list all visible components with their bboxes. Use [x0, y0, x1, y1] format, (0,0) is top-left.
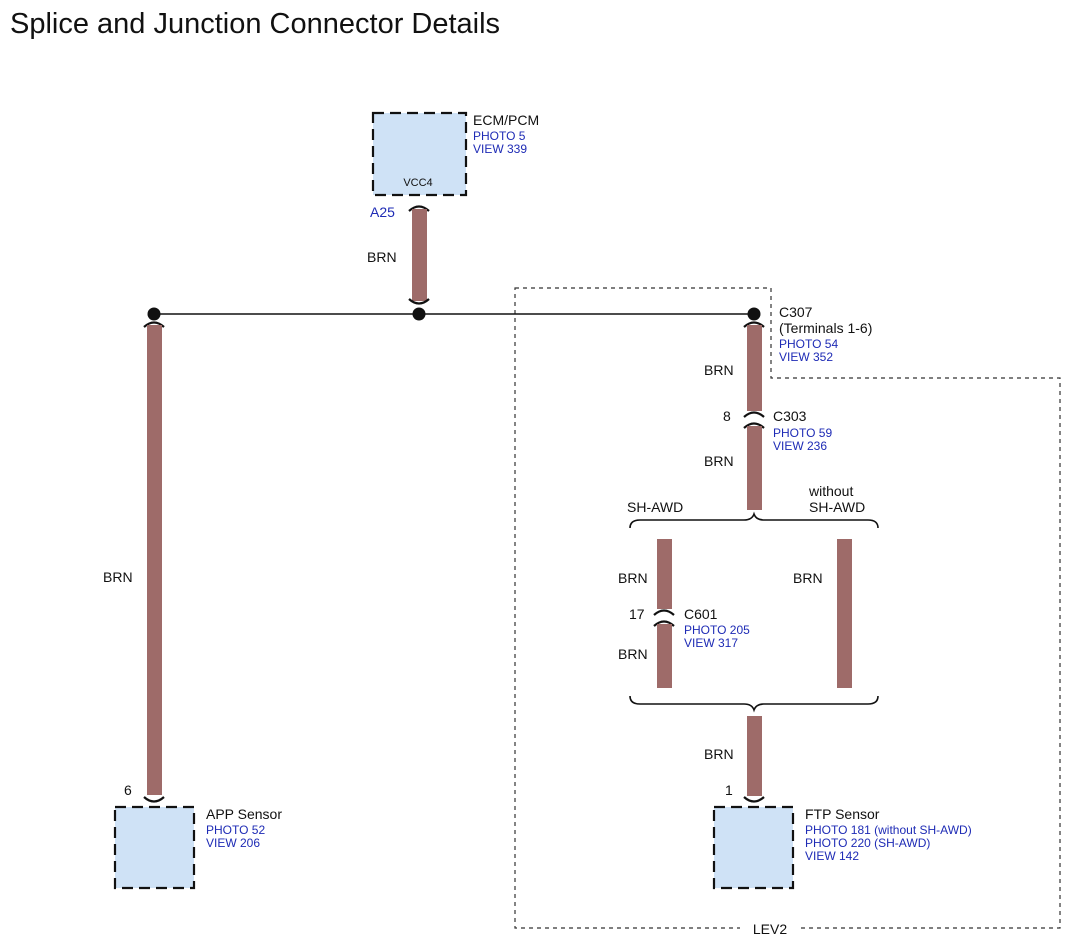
branch-label-without-line2: SH-AWD	[809, 499, 865, 515]
wire-c303-to-branch	[747, 426, 762, 510]
wire-sh-awd-lower	[657, 624, 672, 688]
wire-label-brn-c307: BRN	[704, 362, 734, 378]
connector-arc-icon	[408, 298, 430, 305]
c307-label: C307	[779, 304, 813, 320]
branch-label-without-line1: without	[808, 483, 853, 499]
wire-label-brn-without: BRN	[793, 570, 823, 586]
c307-view-link[interactable]: VIEW 352	[779, 350, 833, 364]
ftp-photo-link-1[interactable]: PHOTO 181 (without SH-AWD)	[805, 823, 972, 837]
wire-label-brn-sh-awd-lower: BRN	[618, 646, 648, 662]
ftp-photo-link-2[interactable]: PHOTO 220 (SH-AWD)	[805, 836, 930, 850]
c303-pin-8: 8	[723, 408, 731, 424]
wire-label-brn-app: BRN	[103, 569, 133, 585]
lev2-region-outline	[514, 287, 1061, 929]
ecm-pcm-label: ECM/PCM	[473, 112, 539, 128]
ftp-view-link[interactable]: VIEW 142	[805, 849, 859, 863]
wire-splice-to-app	[147, 325, 162, 795]
app-pin-6: 6	[124, 782, 132, 798]
wire-label-brn-c303: BRN	[704, 453, 734, 469]
lev2-label: LEV2	[753, 921, 787, 937]
wire-without-sh-awd	[837, 539, 852, 688]
wire-branch-to-ftp	[747, 716, 762, 796]
connector-arc-icon	[143, 321, 165, 328]
ftp-pin-1: 1	[725, 782, 733, 798]
c601-label: C601	[684, 606, 718, 622]
c601-connector-icon	[653, 609, 675, 616]
ecm-terminal-label: VCC4	[403, 177, 432, 189]
page-title: Splice and Junction Connector Details	[10, 8, 501, 40]
connector-arc-icon	[743, 796, 765, 803]
connector-arc-icon	[743, 321, 765, 328]
ecm-pcm-box[interactable]	[371, 111, 468, 197]
app-sensor-label: APP Sensor	[206, 806, 282, 822]
c307-photo-link[interactable]: PHOTO 54	[779, 337, 838, 351]
c303-connector-icon	[743, 422, 765, 429]
ecm-pin-a25: A25	[370, 204, 395, 220]
c601-connector-icon	[653, 620, 675, 627]
connector-arc-icon	[408, 205, 430, 212]
branch-brace-bottom	[629, 695, 879, 713]
ecm-view-link[interactable]: VIEW 339	[473, 142, 527, 156]
branch-brace-top	[629, 511, 879, 529]
wire-label-brn-ftp: BRN	[704, 746, 734, 762]
c601-photo-link[interactable]: PHOTO 205	[684, 623, 750, 637]
c601-view-link[interactable]: VIEW 317	[684, 636, 738, 650]
splice-dot-c307	[747, 307, 761, 321]
wire-c307-to-c303	[747, 325, 762, 411]
wire-label-brn-sh-awd-upper: BRN	[618, 570, 648, 586]
ftp-sensor-box[interactable]	[712, 805, 795, 890]
c307-terminals-note: (Terminals 1-6)	[779, 320, 872, 336]
wire-sh-awd-upper	[657, 539, 672, 609]
branch-label-sh-awd: SH-AWD	[627, 499, 683, 515]
app-view-link[interactable]: VIEW 206	[206, 836, 260, 850]
app-sensor-box[interactable]	[113, 805, 196, 890]
splice-dot-left	[147, 307, 161, 321]
connector-arc-icon	[143, 796, 165, 803]
splice-dot-center	[412, 307, 426, 321]
c303-view-link[interactable]: VIEW 236	[773, 439, 827, 453]
c601-pin-17: 17	[629, 606, 645, 622]
ecm-photo-link[interactable]: PHOTO 5	[473, 129, 526, 143]
c303-connector-icon	[743, 411, 765, 418]
c303-label: C303	[773, 408, 807, 424]
c303-photo-link[interactable]: PHOTO 59	[773, 426, 832, 440]
wire-label-brn-ecm: BRN	[367, 249, 397, 265]
app-photo-link[interactable]: PHOTO 52	[206, 823, 265, 837]
wire-ecm-to-splice	[412, 209, 427, 301]
ftp-sensor-label: FTP Sensor	[805, 806, 880, 822]
